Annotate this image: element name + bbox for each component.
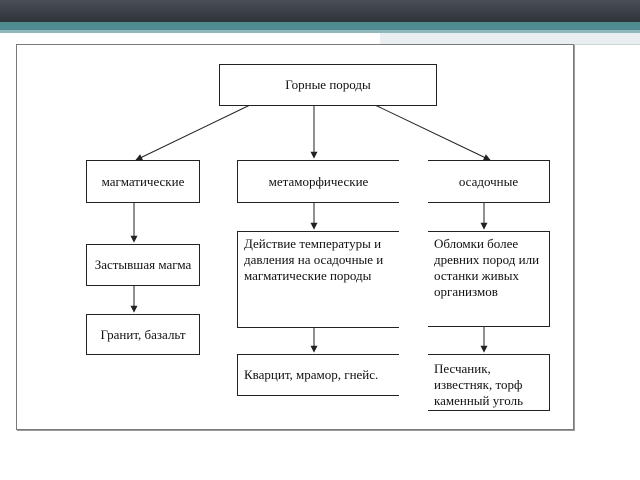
- category-metamorphic-label: метаморфические: [268, 173, 369, 189]
- root-node: Горные породы: [219, 64, 437, 106]
- arrow-root-to-sedimentary: [374, 104, 491, 161]
- examples-sedimentary-label: Песчаник, известняк, торф каменный уголь: [434, 361, 523, 408]
- category-sedimentary-label: осадочные: [458, 173, 519, 189]
- slide-top-bar: [0, 0, 640, 22]
- category-magmatic-label: магматические: [101, 173, 185, 189]
- category-magmatic: магматические: [86, 160, 200, 203]
- process-magmatic-label: Застывшая магма: [94, 257, 192, 272]
- examples-sedimentary: Песчаник, известняк, торф каменный уголь: [428, 354, 550, 411]
- examples-metamorphic-label: Кварцит, мрамор, гнейс.: [244, 367, 379, 382]
- slide-light-stripe: [0, 30, 640, 33]
- examples-magmatic: Гранит, базальт: [86, 314, 200, 355]
- process-sedimentary-label: Обломки более древних пород или останки …: [434, 236, 540, 299]
- process-sedimentary: Обломки более древних пород или останки …: [428, 231, 550, 327]
- slide-teal-stripe: [0, 22, 640, 30]
- category-metamorphic: метаморфические: [237, 160, 399, 203]
- process-magmatic: Застывшая магма: [86, 244, 200, 286]
- root-label: Горные породы: [285, 77, 371, 92]
- process-metamorphic-label: Действие температуры и давления на осадо…: [244, 236, 384, 283]
- process-metamorphic: Действие температуры и давления на осадо…: [237, 231, 399, 328]
- examples-metamorphic: Кварцит, мрамор, гнейс.: [237, 354, 399, 396]
- category-sedimentary: осадочные: [428, 160, 550, 203]
- arrow-root-to-magmatic: [135, 104, 251, 161]
- examples-magmatic-label: Гранит, базальт: [100, 326, 186, 342]
